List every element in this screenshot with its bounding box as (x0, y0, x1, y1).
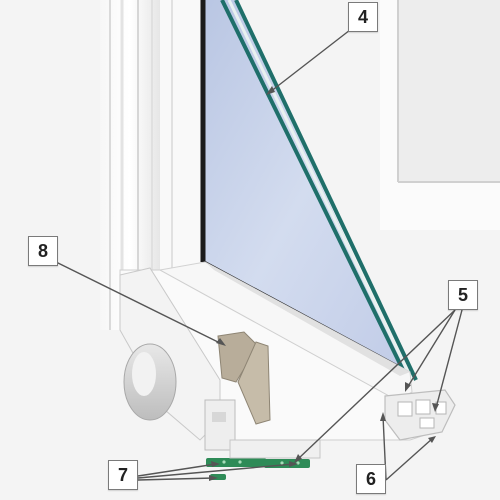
arrow-4 (266, 86, 275, 95)
operator-base-slot (212, 412, 226, 422)
weatherstrip-bottom-left (206, 458, 266, 467)
arrow-7c (209, 475, 218, 481)
arrow-6a (380, 412, 386, 421)
callout-label-4: 4 (348, 2, 378, 32)
leader-7a (137, 463, 217, 477)
arrow-5b (405, 382, 411, 392)
left-sash-stile (160, 0, 202, 275)
right-frame-inner-panel (398, 0, 500, 182)
sill-profile-chamber-2 (415, 399, 431, 415)
arrow-7a (211, 461, 220, 467)
leader-5c (435, 309, 463, 409)
leader-4 (269, 29, 351, 93)
weatherstrip-dot-1 (222, 460, 226, 464)
leader-5b (406, 309, 456, 389)
leader-7c (137, 477, 215, 481)
weatherstrip-dot-3 (280, 461, 284, 465)
arrow-7b (289, 461, 298, 467)
operator-housing-highlight (132, 352, 156, 396)
sill-foot (229, 439, 321, 459)
operator-arm-lower (237, 341, 271, 425)
sash-rail-inner-face (205, 262, 410, 376)
leader-7b (137, 463, 295, 479)
leader-5a (297, 309, 456, 460)
callout-label-6: 6 (356, 464, 386, 494)
sill-profile-chamber-1 (397, 401, 413, 417)
callout-label-7: 7 (108, 460, 138, 490)
weatherstrip-dot-2 (238, 460, 242, 464)
leader-6b (385, 437, 434, 481)
sill-profile-chamber-3 (419, 417, 435, 429)
arrow-5c (432, 403, 439, 412)
arrow-5a (294, 454, 302, 463)
glass-edge-outer (220, 0, 406, 373)
glass-edge-inner (234, 0, 418, 381)
arrow-6b (428, 436, 436, 443)
leader-lines (55, 29, 463, 481)
leader-8 (55, 261, 223, 345)
glass-edge-highlight (227, 0, 412, 377)
callout-label-5: 5 (448, 280, 478, 310)
leader-arrowheads (209, 86, 439, 481)
callout-label-8: 8 (28, 236, 58, 266)
glass-pane (202, 0, 410, 378)
arrow-8 (216, 338, 226, 346)
